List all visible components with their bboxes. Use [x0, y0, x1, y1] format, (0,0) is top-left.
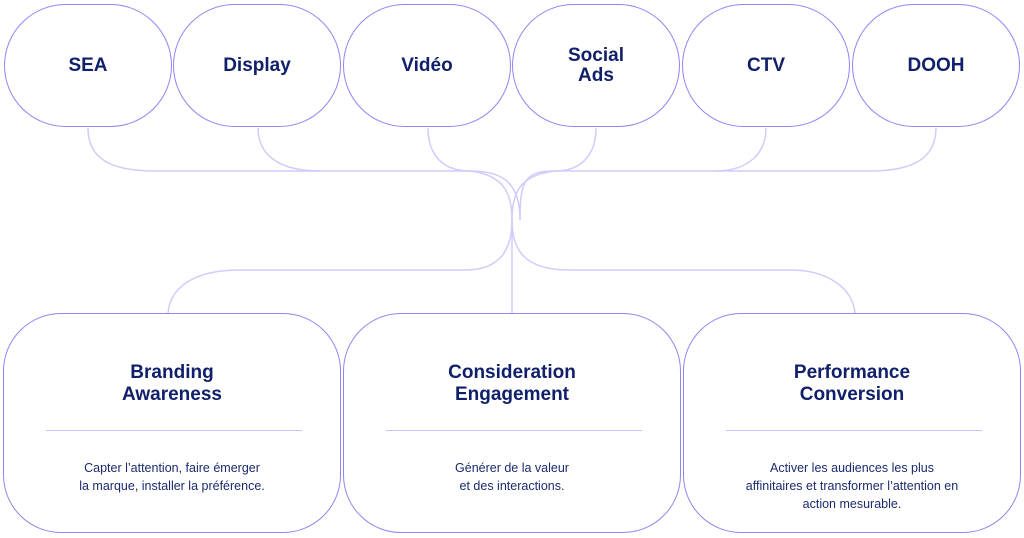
- channel-pill-dooh: DOOH: [852, 4, 1020, 127]
- divider: [726, 430, 982, 431]
- objective-title: Consideration Engagement: [448, 362, 576, 405]
- channel-pill-sea: SEA: [4, 4, 172, 127]
- connector-sea: [87, 127, 470, 172]
- channel-label: SEA: [68, 54, 108, 76]
- connector-merge-left: [469, 170, 521, 221]
- channel-label: Social Ads: [568, 44, 624, 86]
- objective-title: Performance Conversion: [793, 362, 911, 405]
- connector-dooh: [555, 127, 937, 172]
- connector-split-left: [167, 219, 513, 314]
- channel-pill-display: Display: [173, 4, 341, 127]
- channel-label: Vidéo: [401, 54, 453, 76]
- channel-label: CTV: [747, 54, 785, 76]
- objective-title: Branding Awareness: [122, 362, 222, 405]
- divider: [386, 430, 642, 431]
- objective-card-branding: Branding Awareness Capter l’attention, f…: [3, 313, 341, 533]
- connector-split-right: [511, 219, 856, 314]
- connector-merge-right: [519, 170, 556, 221]
- objective-card-performance: Performance Conversion Activer les audie…: [683, 313, 1021, 533]
- channel-pill-ctv: CTV: [682, 4, 850, 127]
- channel-pill-social-ads: Social Ads: [512, 4, 680, 127]
- channel-pill-video: Vidéo: [343, 4, 511, 127]
- connector-display: [257, 127, 321, 172]
- connector-social: [554, 127, 597, 172]
- connector-video: [427, 127, 471, 172]
- objective-description: Générer de la valeur et des interactions…: [455, 461, 569, 493]
- objective-card-consideration: Consideration Engagement Générer de la v…: [343, 313, 681, 533]
- channel-label: Display: [223, 54, 291, 76]
- objective-description: Capter l’attention, faire émerger la mar…: [79, 461, 265, 493]
- connector-ctv: [714, 127, 767, 172]
- objective-description: Activer les audiences les plus affinitai…: [745, 461, 959, 511]
- channel-label: DOOH: [907, 54, 965, 76]
- divider: [46, 430, 302, 431]
